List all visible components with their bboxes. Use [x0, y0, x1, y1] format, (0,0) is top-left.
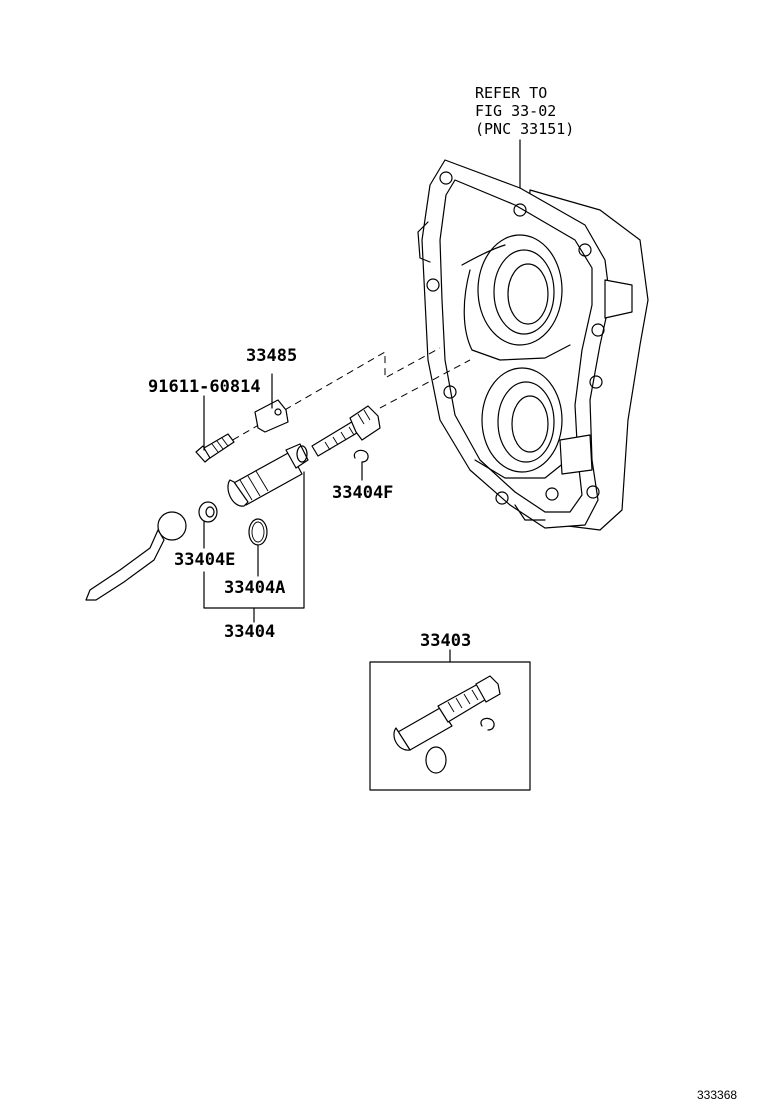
- e-clip-33404F: [353, 449, 369, 463]
- label-33404A: 33404A: [224, 578, 286, 598]
- case-cover-plate: [417, 159, 649, 531]
- callout-leaders: [203, 373, 451, 663]
- refer-to-text-line2: FIG 33-02: [475, 102, 557, 120]
- kit-box-33403: [369, 661, 531, 791]
- label-33403: 33403: [420, 631, 472, 651]
- refer-to-text-line1: REFER TO: [475, 84, 548, 102]
- driven-gear-sleeve: [227, 443, 309, 507]
- speedometer-cable: [85, 511, 187, 601]
- label-33485: 33485: [246, 346, 298, 366]
- oil-seal-33404E: [198, 501, 218, 523]
- bolt-91611-60814: [195, 433, 235, 463]
- lock-plate-33485: [254, 399, 289, 433]
- refer-to-text-line3: (PNC 33151): [475, 120, 575, 138]
- gear-centerline: [379, 359, 471, 409]
- label-33404E: 33404E: [174, 550, 236, 570]
- label-91611-60814: 91611-60814: [148, 377, 261, 397]
- figure-number: 333368: [697, 1088, 738, 1102]
- o-ring-33404A: [248, 518, 268, 546]
- label-33404F: 33404F: [332, 483, 394, 503]
- label-33404: 33404: [224, 622, 276, 642]
- bolt-centerline: [211, 347, 441, 453]
- driven-gear-shaft: [311, 405, 381, 457]
